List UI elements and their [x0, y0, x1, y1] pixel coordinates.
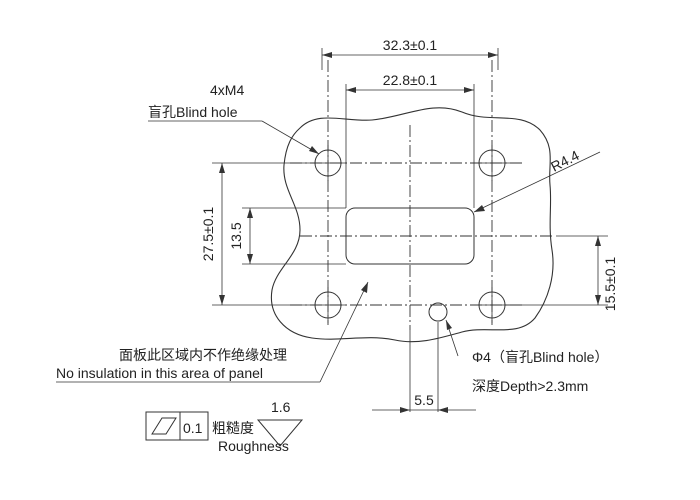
roughness-label-en: Roughness — [218, 438, 289, 454]
dimension-offset-bottom: 5.5 — [372, 392, 476, 413]
pin-depth-text: 深度Depth>2.3mm — [472, 378, 588, 394]
dimension-height-outer: 27.5±0.1 — [200, 163, 225, 305]
threaded-hole-bottom-left — [310, 287, 346, 323]
roughness-symbol: 粗糙度 1.6 Roughness — [212, 399, 304, 454]
dimension-height-inner: 13.5 — [228, 208, 253, 264]
roughness-value-text: 1.6 — [271, 399, 291, 415]
dimension-width-outer: 32.3±0.1 — [322, 37, 498, 58]
flatness-icon — [151, 417, 177, 435]
threaded-hole-bottom-right — [474, 287, 510, 323]
panel-outline — [270, 107, 554, 343]
corner-radius-text: R4.4 — [548, 147, 582, 175]
thread-count-text: 4xM4 — [210, 82, 244, 98]
no-insulation-en-text: No insulation in this area of panel — [56, 365, 263, 381]
center-slot — [345, 207, 475, 265]
dimension-height-lower: 15.5±0.1 — [595, 236, 618, 311]
dimension-width-inner-text: 22.8±0.1 — [383, 72, 438, 88]
dimension-height-lower-text: 15.5±0.1 — [602, 257, 618, 312]
no-insulation-cn-text: 面板此区域内不作绝缘处理 — [119, 347, 287, 363]
pin-hole-callout: Φ4（盲孔Blind hole） 深度Depth>2.3mm — [445, 319, 608, 394]
dimension-width-inner: 22.8±0.1 — [346, 72, 474, 93]
flatness-frame: 0.1 — [145, 411, 209, 441]
dimension-height-inner-text: 13.5 — [228, 222, 244, 249]
roughness-triangle-icon — [256, 419, 304, 447]
dimension-height-outer-text: 27.5±0.1 — [200, 207, 216, 262]
dimension-offset-bottom-text: 5.5 — [414, 392, 434, 408]
dimension-width-outer-text: 32.3±0.1 — [383, 37, 438, 53]
pin-diameter-text: Φ4（盲孔Blind hole） — [472, 349, 608, 365]
threaded-hole-top-right — [474, 145, 510, 181]
flatness-value-text: 0.1 — [183, 420, 203, 436]
no-insulation-callout: 面板此区域内不作绝缘处理 No insulation in this area … — [56, 281, 369, 383]
roughness-label-cn: 粗糙度 — [212, 420, 254, 436]
thread-type-text: 盲孔Blind hole — [148, 104, 238, 120]
thread-callout: 4xM4 盲孔Blind hole — [148, 82, 320, 155]
corner-radius-callout: R4.4 — [473, 147, 601, 213]
pin-hole — [428, 302, 448, 322]
